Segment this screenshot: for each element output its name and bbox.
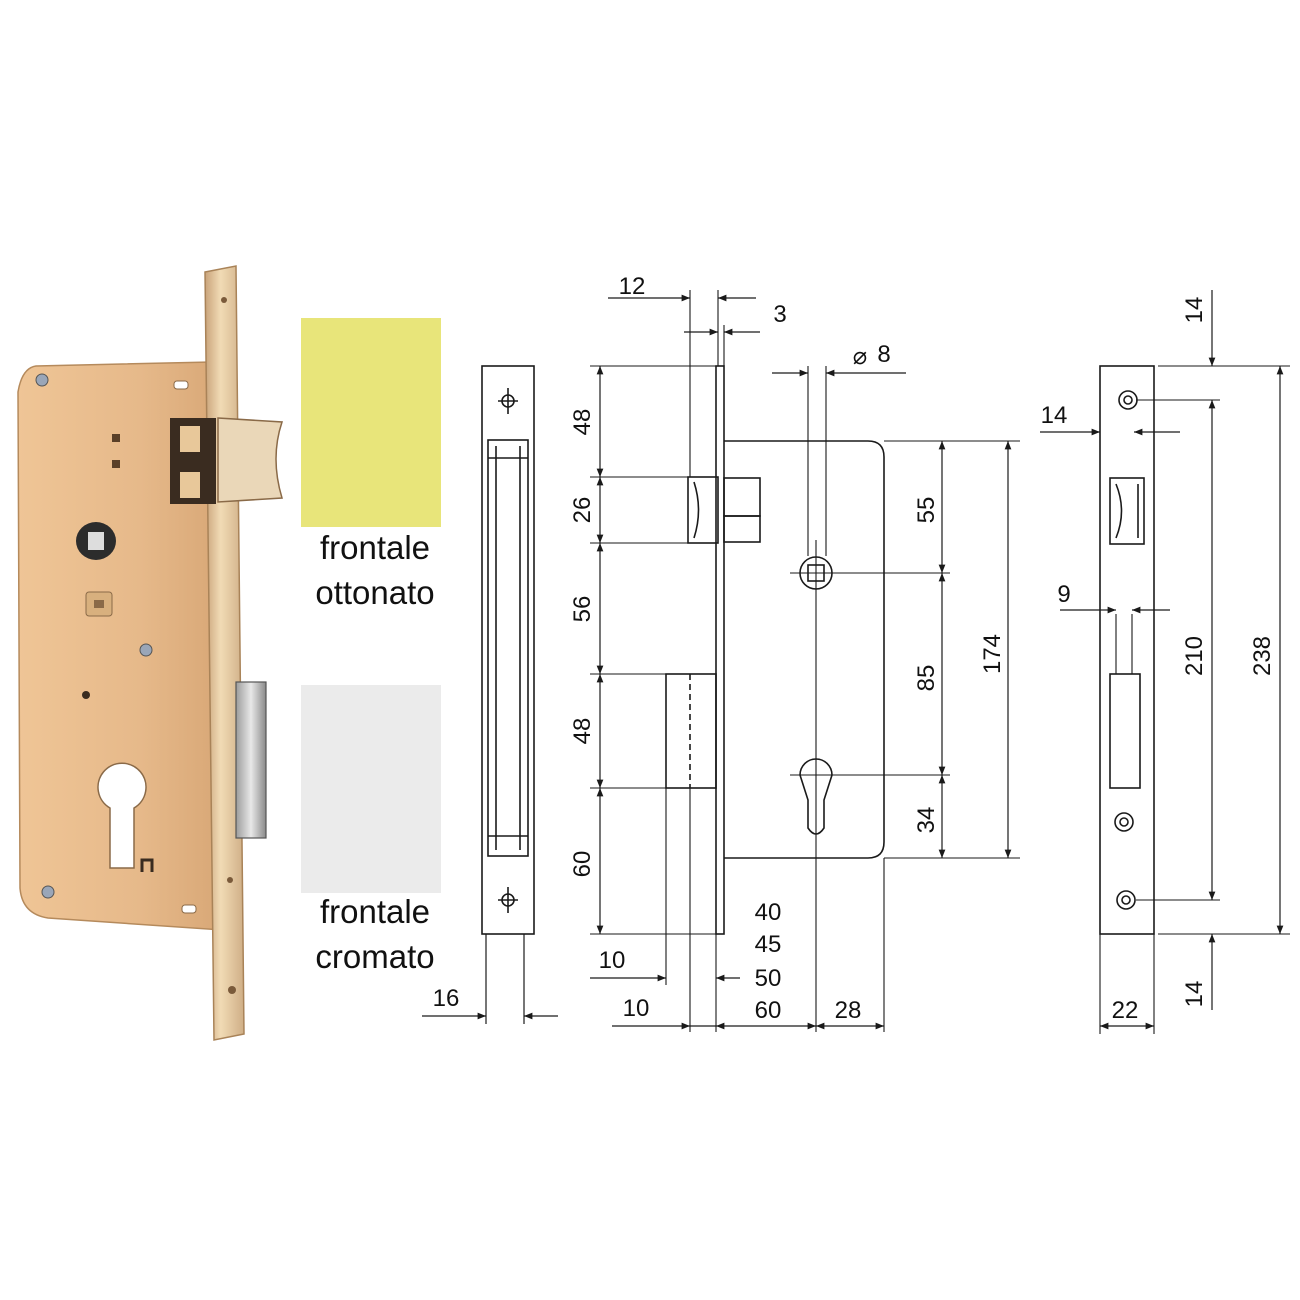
dim-strike-inner: 210 <box>1181 636 1208 676</box>
dim-seg-bottom: 60 <box>569 851 596 878</box>
chrome-finish-line1: frontale <box>319 893 431 930</box>
dim-backset-option-4: 60 <box>755 997 782 1024</box>
dim-seg-bolt: 48 <box>569 718 596 745</box>
dim-seg-mid: 56 <box>569 596 596 623</box>
dim-strike-hole-offset: 14 <box>1041 402 1068 429</box>
dim-backset-option-3: 50 <box>755 965 782 992</box>
dim-backset-a: 10 <box>599 947 626 974</box>
cylinder-cutout <box>97 762 147 869</box>
dim-case-depth: 28 <box>835 997 862 1024</box>
dim-front-plate-width: 16 <box>433 985 460 1012</box>
brass-finish-caption: frontale ottonato <box>275 525 475 615</box>
dim-strike-width: 22 <box>1112 997 1139 1024</box>
dim-strike-bottom: 14 <box>1181 981 1208 1008</box>
brass-finish-line1: frontale <box>319 529 431 566</box>
dim-spindle-from-top: 55 <box>913 497 940 524</box>
dim-backset-option-2: 45 <box>755 931 782 958</box>
brass-finish-swatch <box>301 318 441 527</box>
latch-bolt <box>217 417 284 503</box>
dim-strike-total: 238 <box>1249 636 1276 676</box>
dead-bolt <box>235 681 267 839</box>
dim-case-height: 174 <box>979 634 1006 674</box>
strike-plate-view <box>1040 290 1290 1034</box>
lock-side-view <box>590 290 1020 1032</box>
dim-seg-latch: 26 <box>569 497 596 524</box>
dim-cylinder-to-bottom: 34 <box>913 807 940 834</box>
brass-finish-line2: ottonato <box>315 574 435 611</box>
chrome-finish-caption: frontale cromato <box>275 889 475 979</box>
diameter-symbol: ⌀ <box>853 343 867 370</box>
dim-plate-thickness: 3 <box>773 301 786 328</box>
dim-strike-top: 14 <box>1181 297 1208 324</box>
dim-spindle-to-cylinder: 85 <box>913 665 940 692</box>
dim-seg-top: 48 <box>569 409 596 436</box>
dim-backset-option-1: 40 <box>755 899 782 926</box>
dim-strike-slot-width: 9 <box>1057 581 1070 608</box>
front-plate-view <box>422 365 558 1024</box>
dim-front-thickness: 12 <box>619 273 646 300</box>
lock-photo <box>17 265 284 1041</box>
chrome-finish-line2: cromato <box>315 938 435 975</box>
dim-spindle-diameter: 8 <box>877 341 890 368</box>
chrome-finish-swatch <box>301 685 441 893</box>
dim-backset-b: 10 <box>623 995 650 1022</box>
